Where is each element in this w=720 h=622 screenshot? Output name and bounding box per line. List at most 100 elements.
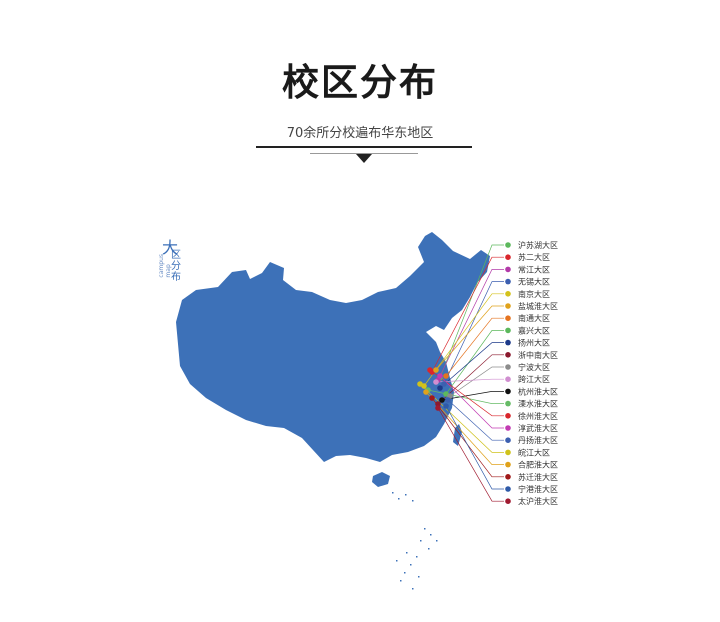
campus-marker[interactable] [435,405,441,411]
leader-line [439,244,504,379]
leader-line [439,375,504,429]
campus-legend: 沪苏湖大区苏二大区常江大区无锡大区南京大区盐城淮大区南通大区嘉兴大区扬州大区浙中… [505,240,558,506]
legend-label: 跨江大区 [518,374,550,384]
legend-color-dot [505,388,511,395]
legend-color-dot [505,254,511,260]
legend-color-dot [505,449,511,456]
legend-label: 苏迁淮大区 [518,472,558,482]
title-divider [256,146,472,148]
campus-marker[interactable] [429,395,435,401]
legend-color-dot [505,413,511,419]
campus-marker[interactable] [437,373,443,379]
islet [412,588,414,590]
islet [416,556,418,558]
campus-marker[interactable] [417,381,423,387]
legend-color-dot [505,291,511,297]
campus-marker[interactable] [437,385,443,391]
campus-marker[interactable] [443,373,449,379]
islet [396,560,398,562]
campus-marker[interactable] [445,397,451,403]
campus-markers [417,367,453,411]
leader-line [437,407,504,502]
legend-color-dot [505,266,511,273]
legend-color-dot [505,339,511,346]
legend-color-dot [505,242,511,248]
leader-line [449,366,504,397]
map-label-small: 区分布 [171,250,181,283]
leader-line [431,256,504,373]
hainan-island-shape [372,472,390,487]
legend-color-dot [505,315,511,322]
legend-color-dot [505,400,511,407]
legend-color-dot [505,437,511,444]
legend-label: 宁波大区 [518,362,550,372]
islet [412,500,414,502]
legend-color-dot [505,486,511,492]
leader-line [441,391,504,401]
legend-label: 丹扬淮大区 [518,435,558,445]
leader-line [435,305,504,371]
china-mainland-shape [176,232,490,462]
leader-line [445,330,504,395]
legend-color-dot [505,364,511,370]
legend-color-dot [505,376,511,383]
legend-color-dot [505,461,511,468]
leader-line [437,354,504,405]
campus-marker[interactable] [441,381,447,387]
leader-line [445,405,504,490]
legend-color-dot [505,278,511,285]
leader-line [435,378,504,383]
legend-label: 嘉兴大区 [518,325,550,335]
campus-marker[interactable] [433,379,439,385]
leader-line [423,293,504,387]
down-arrow-icon [356,154,372,163]
leader-line [425,391,504,465]
islet [420,540,422,542]
islet [436,540,438,542]
campus-marker[interactable] [439,397,445,403]
leader-line [429,369,504,417]
islet [430,534,432,536]
legend-label: 沪苏湖大区 [518,240,558,250]
legend-label: 扬州大区 [518,338,550,348]
islet [418,576,420,578]
leader-line [445,317,504,377]
legend-color-dot [505,352,511,358]
legend-color-dot [505,425,511,431]
legend-label: 无锡大区 [518,277,550,287]
page-title: 校区分布 [282,61,438,104]
legend-label: 太沪淮大区 [518,496,558,506]
legend-label: 皖江大区 [518,447,550,457]
legend-label: 常江大区 [518,264,550,274]
legend-label: 南通大区 [518,313,550,323]
campus-marker[interactable] [443,403,449,409]
islet [410,564,412,566]
islet [392,492,394,494]
legend-color-dot [505,474,511,480]
campus-marker[interactable] [433,367,439,373]
islet [404,572,406,574]
legend-label: 浙中南大区 [518,350,558,360]
campus-marker[interactable] [427,367,433,373]
legend-label: 合肥淮大区 [518,460,558,470]
legend-label: 溧水淮大区 [518,399,558,409]
islet [405,494,407,496]
legend-color-dot [505,303,511,309]
islet [424,528,426,530]
leader-line [431,397,504,478]
islet [398,498,400,500]
legend-label: 杭州淮大区 [518,386,558,396]
legend-label: 南京大区 [518,289,550,299]
legend-label: 盐城淮大区 [518,301,558,311]
campus-marker[interactable] [435,401,441,407]
campus-marker[interactable] [423,389,429,395]
legend-label: 淳武淮大区 [518,423,558,433]
legend-color-dot [505,498,511,505]
islet [406,552,408,554]
page-subtitle: 70余所分校遍布华东地区 [286,126,434,141]
title-divider-thin [310,153,418,154]
leader-line [447,399,504,441]
legend-label: 宁港淮大区 [518,484,558,494]
legend-label: 苏二大区 [518,252,550,262]
